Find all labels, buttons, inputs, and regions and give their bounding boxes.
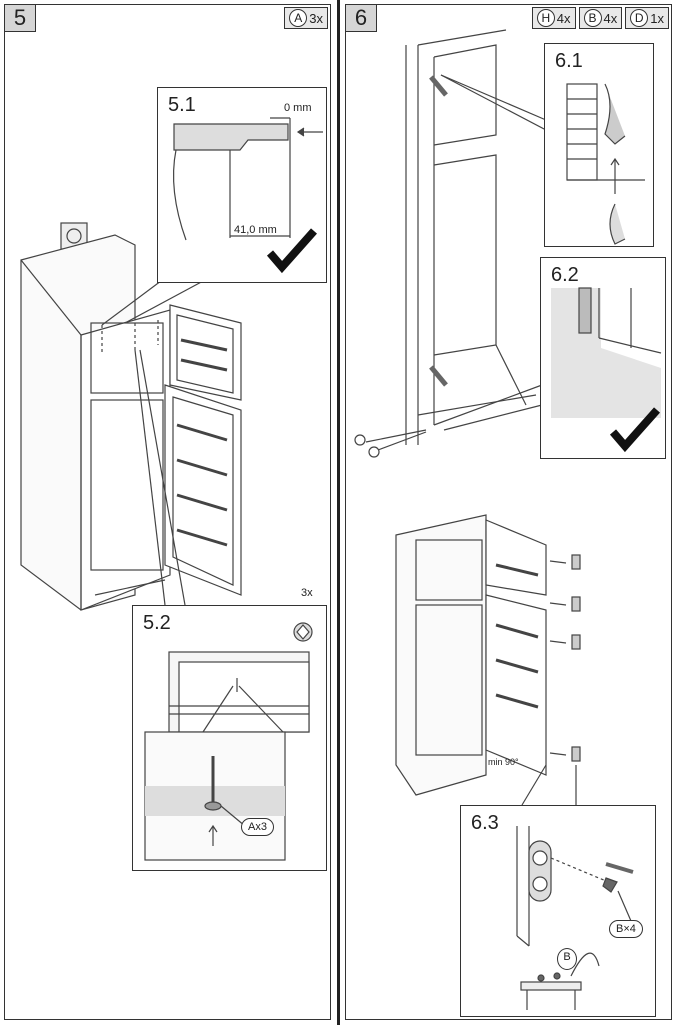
hinge-alignment-drawing: [172, 117, 323, 274]
cabinet-trim-strip-illustration: [354, 29, 581, 806]
screw-callout-b: B×4: [609, 920, 643, 938]
parts-bag-label: B: [557, 948, 577, 970]
panel-divider: [337, 0, 340, 1025]
detail-5-1: 5.1 0 mm 41,0 mm: [157, 87, 327, 283]
detail-5-2-label: 5.2: [143, 612, 171, 634]
check-mark-icon: [266, 228, 317, 274]
distance-measurement: 41,0 mm: [234, 224, 277, 236]
step-6-number: 6: [346, 5, 377, 32]
step-5-parts: A 3x: [284, 7, 328, 29]
detail-6-1: 6.1: [544, 43, 654, 247]
step-6-parts: H 4x B 4x D 1x: [531, 7, 669, 29]
part-qty-b: 4x: [603, 10, 618, 26]
screw-quantity: 3x: [301, 587, 313, 599]
part-tag-a: A 3x: [284, 7, 328, 29]
check-mark-icon: [609, 407, 660, 453]
part-letter-d: D: [630, 9, 649, 27]
detail-6-1-label: 6.1: [555, 50, 583, 72]
detail-6-2-label: 6.2: [551, 264, 579, 286]
part-tag-d: D 1x: [625, 7, 669, 29]
part-tag-b: B 4x: [578, 7, 623, 29]
detail-6-3-label: 6.3: [471, 812, 499, 834]
detail-5-1-label: 5.1: [168, 94, 196, 116]
part-qty-d: 1x: [650, 10, 664, 26]
part-qty-h: 4x: [556, 10, 571, 26]
detail-6-2: 6.2: [540, 257, 666, 459]
step-6-panel: 6 H 4x B 4x D 1x: [345, 4, 672, 1020]
step-5-number: 5: [5, 5, 36, 32]
strip-clip-drawing: [566, 83, 645, 245]
part-tag-h: H 4x: [531, 7, 576, 29]
step-5-panel: 5 A 3x: [4, 4, 331, 1020]
gap-measurement: 0 mm: [284, 102, 312, 114]
hinge-mounting-drawing: [516, 826, 634, 1010]
part-letter-a: A: [289, 9, 308, 27]
strip-fit-drawing: [551, 287, 662, 453]
door-angle-label: min 90°: [488, 757, 519, 767]
part-qty-a: 3x: [309, 10, 323, 26]
fridge-open-illustration: [20, 222, 242, 611]
part-letter-h: H: [536, 9, 555, 27]
detail-5-2: 5.2 Ax3: [132, 605, 327, 871]
part-letter-b: B: [583, 9, 602, 27]
screw-detail-drawing: [144, 622, 313, 861]
screw-callout: Ax3: [241, 818, 274, 836]
detail-6-3: 6.3 B×4 B: [460, 805, 656, 1017]
